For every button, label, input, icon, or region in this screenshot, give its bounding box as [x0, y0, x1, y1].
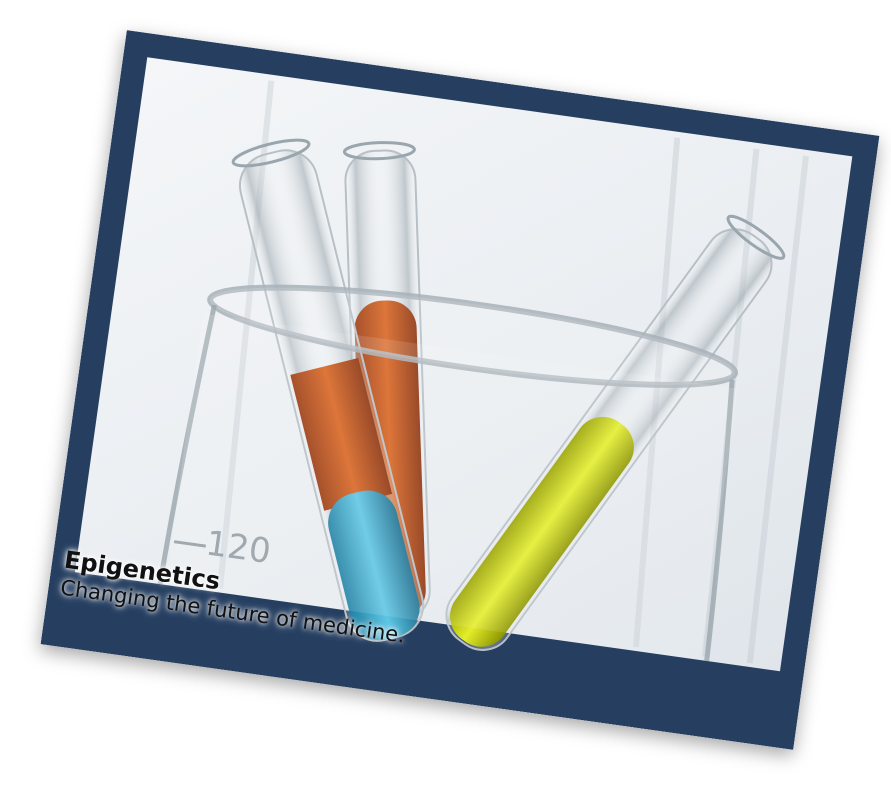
photo-card: 120 Epigenetics Changing the future of m… — [40, 30, 880, 750]
beaker-marking: 120 — [203, 523, 273, 572]
test-tubes-photo: 120 — [40, 30, 880, 750]
